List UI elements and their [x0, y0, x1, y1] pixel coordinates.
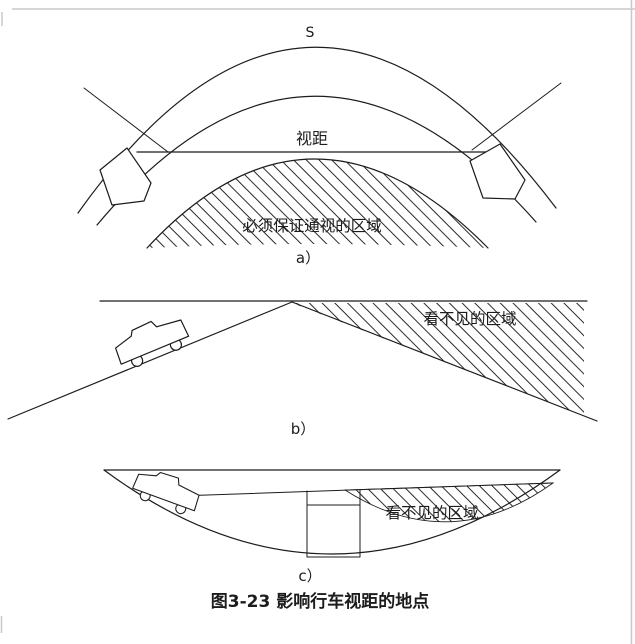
tangent-line-left: [83, 87, 169, 153]
clear-zone-label: 必须保证通视的区域: [242, 217, 382, 235]
clear-zone-boundary-arc: [146, 158, 489, 249]
hidden-area-label-c: 看不见的区域: [385, 504, 478, 522]
truck-b: [109, 309, 193, 373]
panel-c-sag-curve: 看不见的区域 c）: [103, 464, 561, 585]
panel-b-label: b）: [291, 420, 316, 438]
tangent-line-right: [471, 82, 562, 151]
figure-caption: 图3-23 影响行车视距的地点: [211, 591, 429, 612]
panel-c-label: c）: [298, 567, 321, 585]
clear-zone-hatch: [147, 159, 488, 248]
vehicle-left: [99, 147, 152, 206]
crest-left-slope: [7, 301, 293, 420]
vehicle-right: [469, 143, 526, 200]
curve-length-label: S: [306, 25, 315, 41]
underpass-structure: [306, 504, 361, 558]
panel-b-crest-curve: 看不见的区域 b）: [7, 300, 598, 438]
sag-road-arc: [103, 469, 561, 555]
road-outer-edge-arc: [77, 46, 557, 214]
panel-a-label: a）: [296, 249, 320, 267]
panel-a-horizontal-curve: S 视距 必须保证通视的区域 a）: [77, 25, 562, 267]
sight-line-c: [177, 482, 554, 497]
hidden-area-hatch-c: [343, 482, 555, 523]
hidden-area-label-b: 看不见的区域: [423, 310, 516, 328]
sight-distance-label: 视距: [296, 129, 328, 148]
crest-right-slope: [291, 301, 598, 422]
